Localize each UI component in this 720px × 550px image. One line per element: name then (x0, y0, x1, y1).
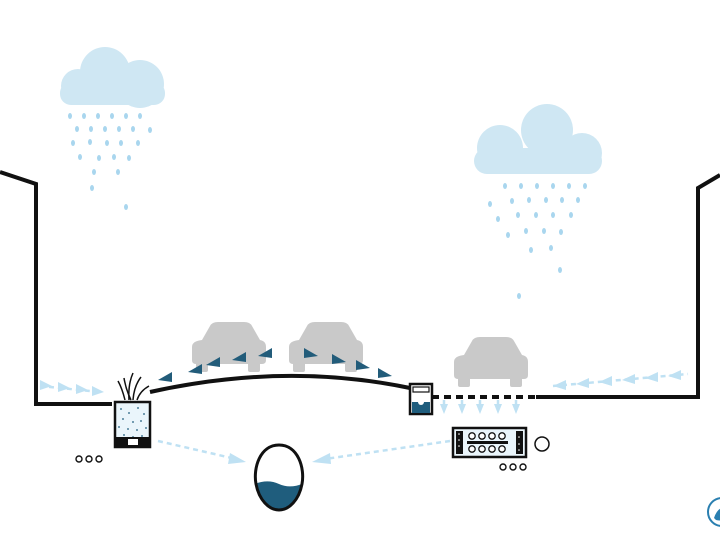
rain-cloud-icon (60, 47, 165, 108)
car-icon (192, 322, 266, 372)
surface-flow-right (552, 370, 689, 390)
rain-drops-right (488, 183, 587, 299)
car-icon (454, 337, 528, 387)
filter-box (451, 426, 528, 459)
tree-pit (113, 372, 152, 449)
car-icon (289, 322, 363, 372)
rain-cloud-icon (474, 104, 602, 174)
grass-planter-icon (113, 372, 152, 449)
rain-cloud-left (60, 47, 165, 210)
car-left (192, 322, 266, 372)
soil-speckle (118, 407, 147, 438)
outlet-circle (534, 436, 550, 452)
street-gully-icon (408, 382, 434, 416)
corner-logo (707, 497, 720, 527)
dots-right (499, 463, 527, 471)
street-runoff-arrows (158, 348, 392, 382)
circular-logo-icon (707, 497, 720, 527)
sewer-pipe (253, 443, 305, 512)
filter-box-icon (451, 426, 528, 459)
dots-left (75, 455, 103, 463)
pipe-flow-right (312, 439, 451, 464)
rain-drops-left (68, 113, 152, 210)
pipe-flow-left (157, 439, 246, 464)
car-right (454, 337, 528, 387)
street-gully (408, 382, 434, 416)
infiltration-arrows (440, 400, 520, 414)
rain-cloud-right (474, 104, 602, 299)
car-middle (289, 322, 363, 372)
ground-profile (0, 170, 720, 406)
egg-shaped-sewer-icon (253, 443, 305, 512)
surface-flow-left (39, 380, 104, 396)
